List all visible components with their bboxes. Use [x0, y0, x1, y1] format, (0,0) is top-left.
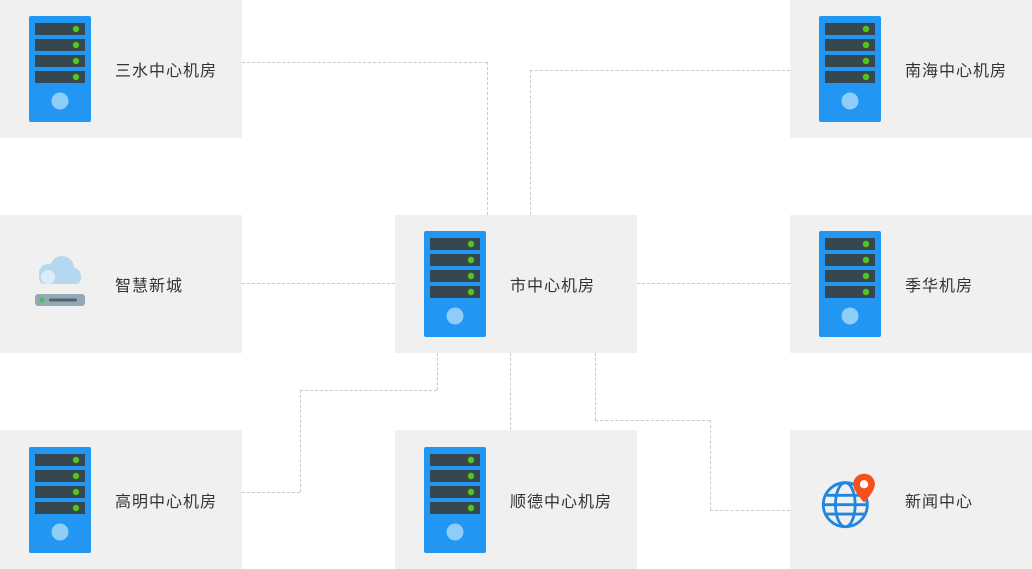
connector-shunde-v [510, 353, 511, 430]
node-label: 新闻中心 [905, 491, 974, 511]
connector-nanhai-h [530, 70, 790, 71]
connector-gaoming-h2 [300, 390, 437, 391]
node-shunde-central-room[interactable]: 顺德中心机房 [395, 430, 637, 569]
connector-news-v2 [710, 420, 711, 510]
server-icon [27, 16, 93, 122]
cloud-device-icon [27, 253, 93, 315]
node-gaoming-central-room[interactable]: 高明中心机房 [0, 430, 242, 569]
node-label: 高明中心机房 [115, 491, 218, 511]
node-label: 顺德中心机房 [510, 491, 613, 511]
node-news-center[interactable]: 新闻中心 [790, 430, 1032, 569]
connector-zhihui-h [242, 283, 395, 284]
connector-gaoming-v2 [437, 353, 438, 390]
node-label: 三水中心机房 [115, 61, 218, 80]
node-zhihui-xincheng[interactable]: 智慧新城 [0, 215, 242, 353]
node-city-central-room[interactable]: 市中心机房 [395, 215, 637, 353]
connector-sanshui-h [242, 62, 487, 63]
globe-pin-icon [817, 469, 883, 531]
connector-news-h2 [710, 510, 790, 511]
node-nanhai-central-room[interactable]: 南海中心机房 [790, 0, 1032, 138]
node-sanshui-central-room[interactable]: 三水中心机房 [0, 0, 242, 138]
connector-news-h1 [595, 420, 710, 421]
connector-gaoming-v1 [300, 390, 301, 492]
server-icon [422, 231, 488, 337]
connector-gaoming-h1 [242, 492, 300, 493]
node-label: 智慧新城 [115, 276, 184, 295]
server-icon [817, 231, 883, 337]
node-label: 南海中心机房 [905, 61, 1008, 80]
connector-jihua-h [637, 283, 790, 284]
server-icon [27, 447, 93, 553]
node-label: 季华机房 [905, 276, 974, 295]
server-icon [422, 447, 488, 553]
connector-sanshui-v [487, 62, 488, 215]
node-label: 市中心机房 [510, 276, 596, 295]
node-jihua-room[interactable]: 季华机房 [790, 215, 1032, 353]
connector-news-v1 [595, 353, 596, 420]
server-icon [817, 16, 883, 122]
connector-nanhai-v [530, 70, 531, 215]
